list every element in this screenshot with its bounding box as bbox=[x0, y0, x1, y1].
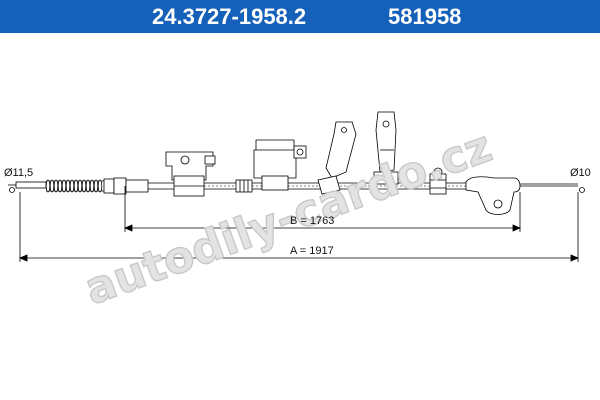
part-number-header: 24.3727-1958.2 581958 bbox=[0, 0, 600, 33]
dimension-b-line bbox=[123, 186, 522, 232]
mounting-bracket-3 bbox=[317, 121, 357, 195]
left-diameter-label: Ø11,5 bbox=[4, 167, 33, 179]
right-end-fitting bbox=[465, 176, 585, 215]
part-number: 24.3727-1958.2 bbox=[152, 4, 307, 29]
length-b-label: B = 1763 bbox=[290, 215, 334, 227]
mounting-bracket-4 bbox=[373, 111, 399, 185]
reference-number: 581958 bbox=[388, 4, 462, 29]
length-a-label: A = 1917 bbox=[290, 245, 334, 257]
right-diameter-label: Ø10 bbox=[570, 167, 591, 179]
mounting-bracket-1 bbox=[165, 151, 216, 197]
left-end-fitting bbox=[8, 181, 47, 193]
mounting-bracket-2 bbox=[253, 139, 307, 191]
dimension-a-line bbox=[18, 192, 580, 262]
cable-clamp bbox=[429, 167, 447, 195]
corrugated-boot bbox=[45, 177, 149, 195]
